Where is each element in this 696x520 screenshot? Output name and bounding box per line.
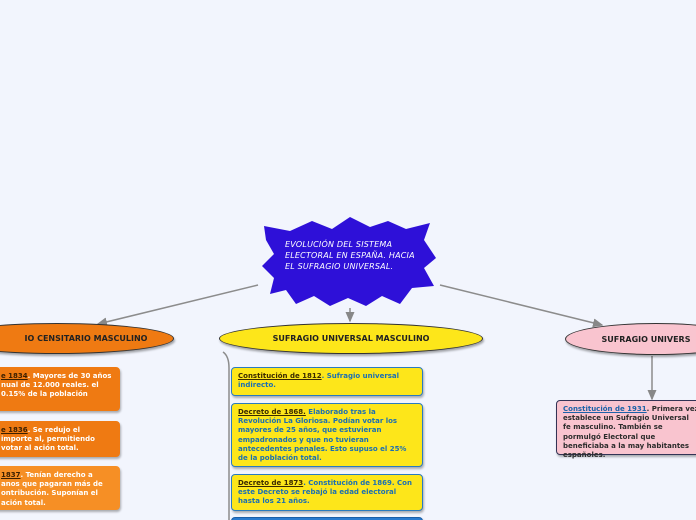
topic-title: IO CENSITARIO MASCULINO — [24, 334, 148, 343]
topic-sufragio-censitario[interactable]: IO CENSITARIO MASCULINO — [0, 323, 174, 354]
card-lead: Decreto de 1868. — [238, 408, 306, 416]
card-text: . Mayores de 30 años nual de 12.000 real… — [1, 372, 112, 399]
topic-title: SUFRAGIO UNIVERS — [601, 334, 691, 344]
card-lead: e 1834 — [1, 372, 28, 380]
card-constitucion-1812[interactable]: Constitución de 1812. Sufragio universal… — [231, 367, 423, 396]
card-text: Elaborado tras la Revolución La Gloriosa… — [238, 408, 407, 463]
card-next-partial[interactable] — [231, 517, 423, 520]
card-text: . Se redujo el importe al, permitiendo v… — [1, 426, 95, 453]
card-lead: Constitución de 1931 — [563, 405, 647, 413]
card-1834[interactable]: e 1834. Mayores de 30 años nual de 12.00… — [0, 367, 120, 411]
central-topic[interactable]: EVOLUCIÓN DEL SISTEMA ELECTORAL EN ESPAÑ… — [260, 216, 438, 308]
card-text: . Tenían derecho a anos que pagaran más … — [1, 471, 103, 507]
starburst-shape — [262, 217, 436, 306]
card-lead: Decreto de 1873 — [238, 479, 304, 487]
card-1836[interactable]: e 1836. Se redujo el importe al, permiti… — [0, 421, 120, 457]
topic-sufragio-universal-masculino[interactable]: SUFRAGIO UNIVERSAL MASCULINO — [219, 323, 483, 354]
connector-universal — [439, 284, 604, 328]
topic-title: SUFRAGIO UNIVERSAL MASCULINO — [272, 334, 430, 343]
central-topic-text: EVOLUCIÓN DEL SISTEMA ELECTORAL EN ESPAÑ… — [285, 240, 415, 271]
card-text: . Constitución de 1869. Con este Decreto… — [238, 479, 412, 506]
bracket-universal-masculino — [222, 351, 230, 520]
card-constitucion-1931[interactable]: Constitución de 1931. Primera vez establ… — [556, 400, 696, 459]
card-text: . Sufragio universal indirecto. — [238, 372, 400, 390]
topic-sufragio-universal[interactable]: SUFRAGIO UNIVERS — [565, 323, 696, 355]
card-1837[interactable]: 1837. Tenían derecho a anos que pagaran … — [0, 466, 120, 510]
card-decreto-1868[interactable]: Decreto de 1868. Elaborado tras la Revol… — [231, 403, 423, 467]
card-lead: e 1836 — [1, 426, 28, 434]
card-lead: Constitución de 1812 — [238, 372, 322, 380]
card-decreto-1873[interactable]: Decreto de 1873. Constitución de 1869. C… — [231, 474, 423, 511]
card-text: . Primera vez establece un Sufragio Univ… — [563, 405, 696, 460]
card-lead: 1837 — [1, 471, 21, 479]
connector-censitario — [96, 284, 259, 327]
